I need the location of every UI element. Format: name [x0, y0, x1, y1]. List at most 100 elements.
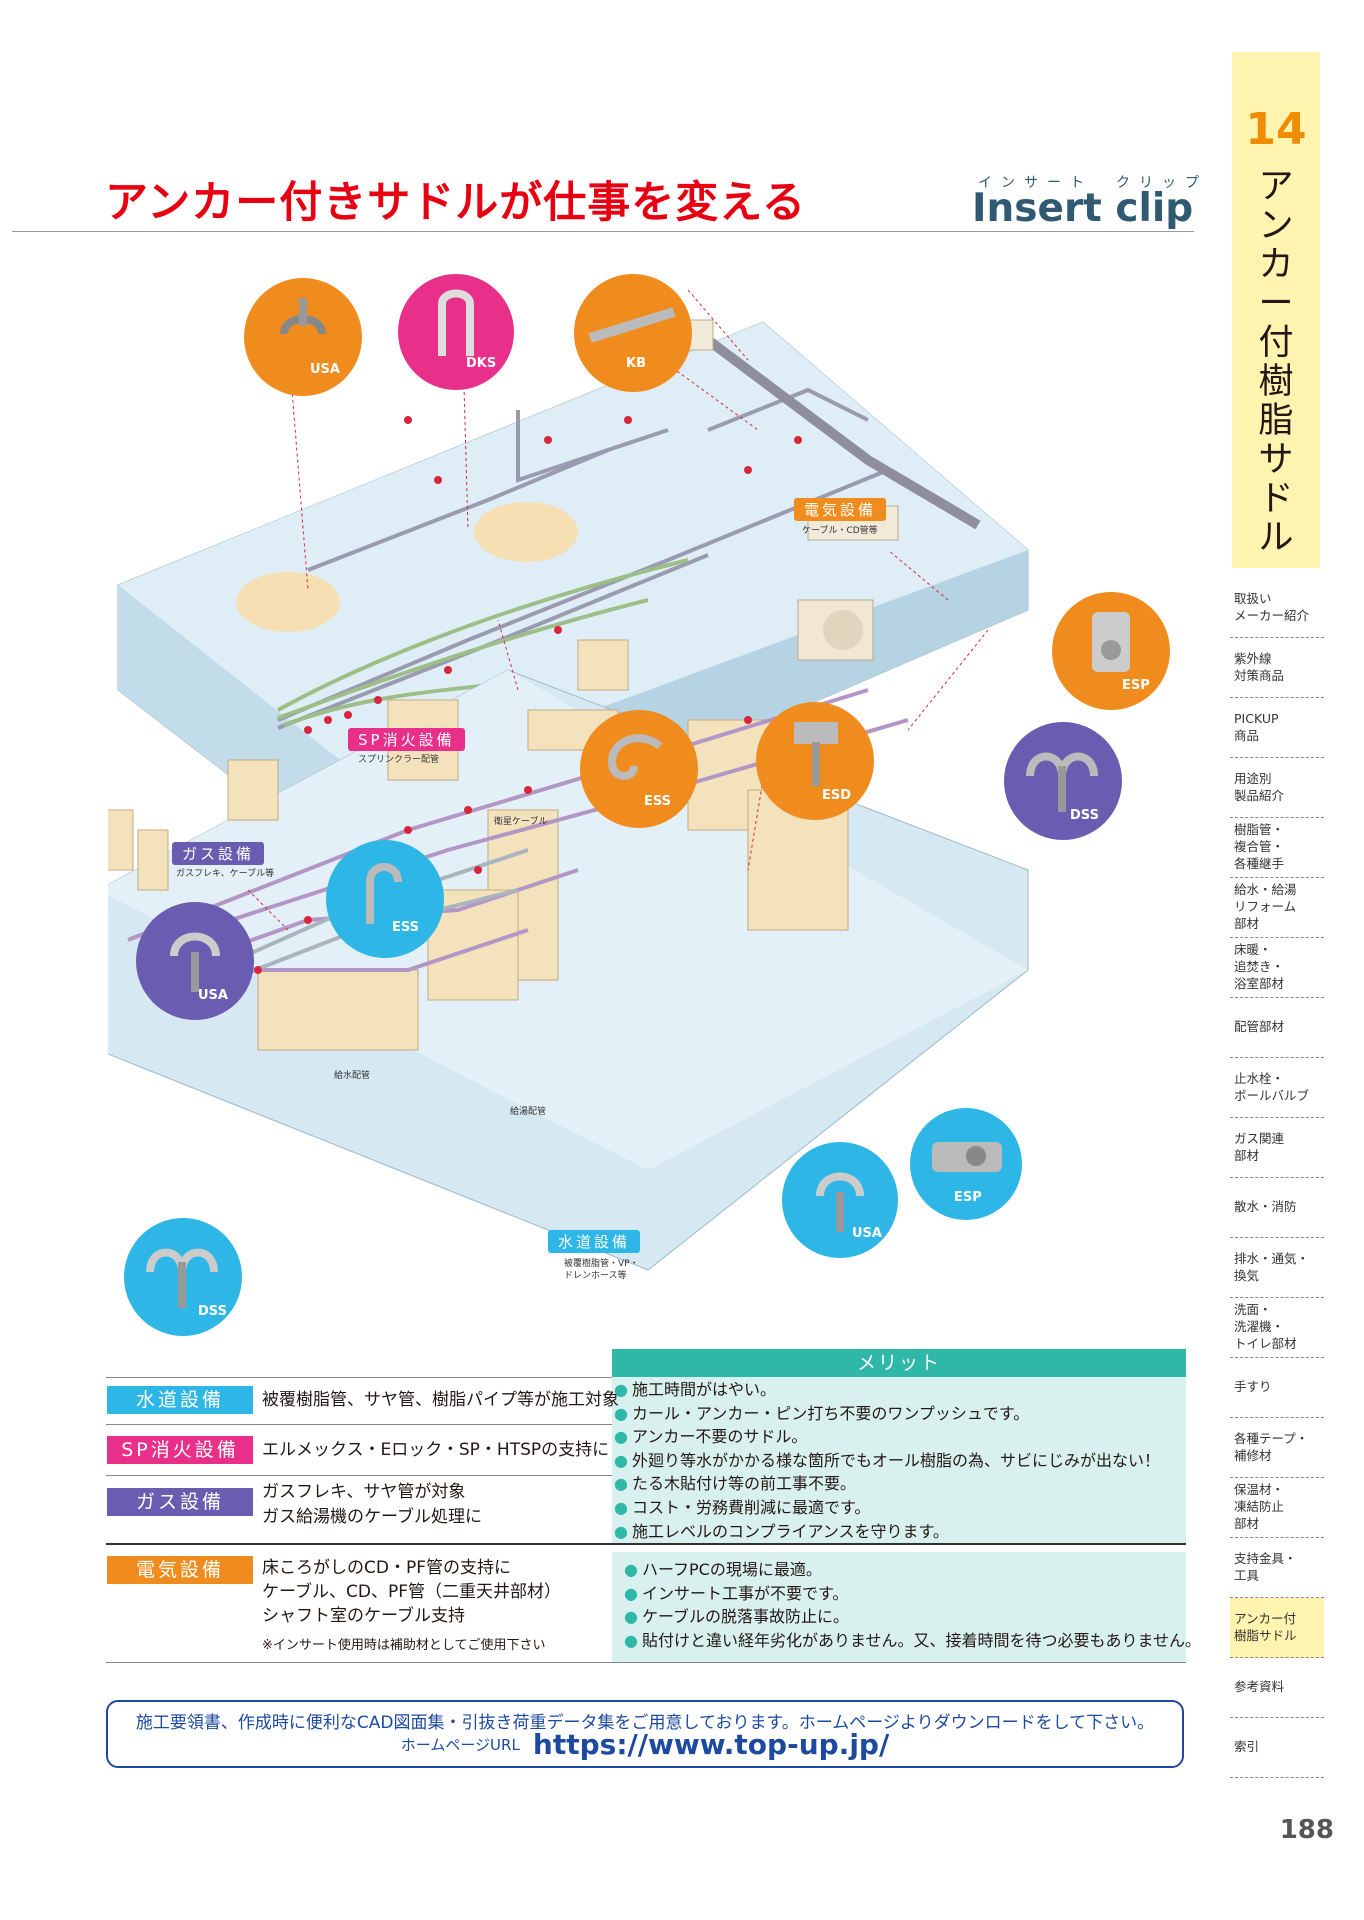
- saddle-clip-icon: [280, 298, 326, 335]
- category-label: ガス設備: [135, 1491, 224, 1513]
- merit-text: カール・アンカー・ピン打ち不要のワンプッシュです。: [631, 1403, 1030, 1423]
- double-saddle-icon: [1026, 752, 1098, 812]
- merit-panel-upper: [612, 1377, 1186, 1544]
- nav-item-reference[interactable]: 参考資料: [1230, 1658, 1324, 1718]
- nav-item-tools[interactable]: 支持金具・ 工具: [1230, 1538, 1324, 1598]
- merit-item: ●たる木貼付け等の前工事不要。: [614, 1472, 1160, 1496]
- nav-label: 支持金具・ 工具: [1234, 1550, 1297, 1583]
- bullet-icon: ●: [614, 1450, 628, 1470]
- category-bg: [107, 1488, 253, 1516]
- nav-label: アンカー付 樹脂サドル: [1234, 1610, 1297, 1643]
- clip-icon: [438, 289, 474, 356]
- bullet-icon: ●: [624, 1630, 638, 1650]
- merit-item: ●アンカー不要のサドル。: [614, 1425, 1160, 1449]
- badge-code: DSS: [1070, 808, 1099, 823]
- merit-item: ●カール・アンカー・ピン打ち不要のワンプッシュです。: [614, 1402, 1160, 1426]
- merit-item: ●貼付けと違い経年劣化がありません。又、接着時間を待つ必要もありません。: [624, 1629, 1201, 1653]
- product-badge-kb: KB: [574, 274, 692, 392]
- nav-item-floorheat[interactable]: 床暖・ 追焚き・ 浴室部材: [1230, 938, 1324, 998]
- merit-text: たる木貼付け等の前工事不要。: [631, 1474, 856, 1494]
- building-cutaway-drawing: [97, 289, 1029, 1271]
- chapter-number: 14: [1245, 104, 1307, 155]
- category-bg: [107, 1386, 253, 1414]
- nav-item-handrail[interactable]: 手すり: [1230, 1358, 1324, 1418]
- nav-item-washroom[interactable]: 洗面・ 洗濯機・ トイレ部材: [1230, 1298, 1324, 1358]
- chapter-title: アンカー付樹脂サドル: [1258, 167, 1294, 558]
- nav-item-makers[interactable]: 取扱い メーカー紹介: [1230, 578, 1324, 638]
- side-nav: 取扱い メーカー紹介 紫外線 対策商品 PICKUP 商品 用途別 製品紹介 樹…: [1230, 578, 1324, 1778]
- brand-ruby: インサート クリップ: [978, 175, 1208, 191]
- bullet-icon: ●: [624, 1560, 638, 1579]
- nav-item-pickup[interactable]: PICKUP 商品: [1230, 698, 1324, 758]
- nav-item-index[interactable]: 索引: [1230, 1718, 1324, 1778]
- product-badge-usa-3: USA: [782, 1142, 898, 1258]
- category-sprinkler-desc: エルメックス・Eロック・SP・HTSPの支持に: [262, 1440, 610, 1460]
- merit-item: ●コスト・労務費削減に最適です。: [614, 1496, 1160, 1520]
- product-badge-esd: ESD: [756, 702, 874, 820]
- section-gas-label: ガス設備: [172, 842, 265, 865]
- merit-panel-lower: [612, 1552, 1186, 1662]
- download-notice-box: [106, 1700, 1184, 1768]
- nav-label: 索引: [1234, 1739, 1260, 1754]
- badge-code: USA: [198, 988, 228, 1003]
- nav-label: 排水・通気・ 換気: [1234, 1250, 1310, 1283]
- merit-text: ケーブルの脱落事故防止に。: [641, 1607, 850, 1627]
- nav-label: 手すり: [1234, 1379, 1272, 1394]
- section-water-label: 水道設備: [548, 1230, 641, 1253]
- nav-item-sprinkle[interactable]: 散水・消防: [1230, 1178, 1324, 1238]
- hook-anchor-icon: [366, 863, 402, 924]
- bullet-icon: ●: [614, 1521, 628, 1541]
- bullet-icon: ●: [614, 1497, 628, 1517]
- badge-circle: [580, 710, 698, 828]
- badge-code: USA: [310, 362, 340, 377]
- badge-code: ESS: [392, 920, 420, 935]
- merit-text: 貼付けと違い経年劣化がありません。又、接着時間を待つ必要もありません。: [641, 1630, 1202, 1650]
- nav-label: ガス関連 部材: [1234, 1130, 1285, 1163]
- table-rule: [106, 1662, 1186, 1663]
- callout-satellite-cable: 衛星ケーブル: [494, 817, 548, 827]
- homepage-url-label: ホームページURL: [400, 1736, 520, 1754]
- badge-circle: [244, 278, 362, 396]
- nav-item-gas[interactable]: ガス関連 部材: [1230, 1118, 1324, 1178]
- callout-hot-water: 給湯配管: [510, 1107, 547, 1117]
- category-electric-desc-3: シャフト室のケーブル支持: [262, 1606, 465, 1626]
- nav-label: 散水・消防: [1234, 1199, 1297, 1214]
- nav-item-insulation[interactable]: 保温材・ 凍結防止 部材: [1230, 1478, 1324, 1538]
- saddle-anchor-icon: [170, 932, 220, 992]
- anchor-plate-icon: [1092, 612, 1130, 672]
- badge-code: DKS: [466, 356, 497, 371]
- merit-header: メリット: [612, 1349, 1186, 1377]
- product-badge-usa-2: USA: [136, 902, 254, 1020]
- nav-label: 配管部材: [1234, 1019, 1285, 1034]
- nav-item-tape[interactable]: 各種テープ・ 補修材: [1230, 1418, 1324, 1478]
- category-electric-desc-2: ケーブル、CD、PF管（二重天井部材）: [262, 1582, 561, 1602]
- building-illustration: USA DKS KB ESP ESS ESD DSS ESS USA ESP U…: [97, 270, 1202, 1336]
- merit-text: 施工レベルのコンプライアンスを守ります。: [631, 1521, 949, 1541]
- nav-item-anchor-saddle[interactable]: アンカー付 樹脂サドル: [1230, 1598, 1324, 1658]
- badge-code: KB: [626, 356, 646, 371]
- nav-item-pipes[interactable]: 樹脂管・ 複合管・ 各種継手: [1230, 818, 1324, 878]
- table-rule: [106, 1424, 612, 1425]
- category-gas: ガス設備: [107, 1488, 253, 1516]
- nav-label: 床暖・ 追焚き・ 浴室部材: [1234, 942, 1285, 991]
- nav-item-piping[interactable]: 配管部材: [1230, 998, 1324, 1058]
- hook-clip-icon: [607, 734, 663, 780]
- nav-item-uv[interactable]: 紫外線 対策商品: [1230, 638, 1324, 698]
- bullet-icon: ●: [614, 1403, 628, 1423]
- badge-circle: [326, 840, 444, 958]
- nav-label: 洗面・ 洗濯機・ トイレ部材: [1234, 1302, 1297, 1351]
- merit-item: ●ケーブルの脱落事故防止に。: [624, 1605, 1201, 1629]
- homepage-url-link[interactable]: https://www.top-up.jp/: [532, 1728, 890, 1761]
- nav-item-reform[interactable]: 給水・給湯 リフォーム 部材: [1230, 878, 1324, 938]
- nav-item-drain[interactable]: 排水・通気・ 換気: [1230, 1238, 1324, 1298]
- nav-item-usage[interactable]: 用途別 製品紹介: [1230, 758, 1324, 818]
- badge-code: ESS: [644, 794, 672, 809]
- product-badge-dss-1: DSS: [1004, 722, 1122, 840]
- nav-item-valves[interactable]: 止水栓・ ボールバルブ: [1230, 1058, 1324, 1118]
- nav-label: 樹脂管・ 複合管・ 各種継手: [1234, 822, 1285, 871]
- badge-code: ESP: [954, 1190, 982, 1205]
- merit-text: インサート工事が不要です。: [641, 1583, 849, 1603]
- title-rule: [12, 231, 1194, 232]
- double-clip-icon: [794, 722, 838, 786]
- homepage-url-row: ホームページURL https://www.top-up.jp/: [106, 1728, 1184, 1761]
